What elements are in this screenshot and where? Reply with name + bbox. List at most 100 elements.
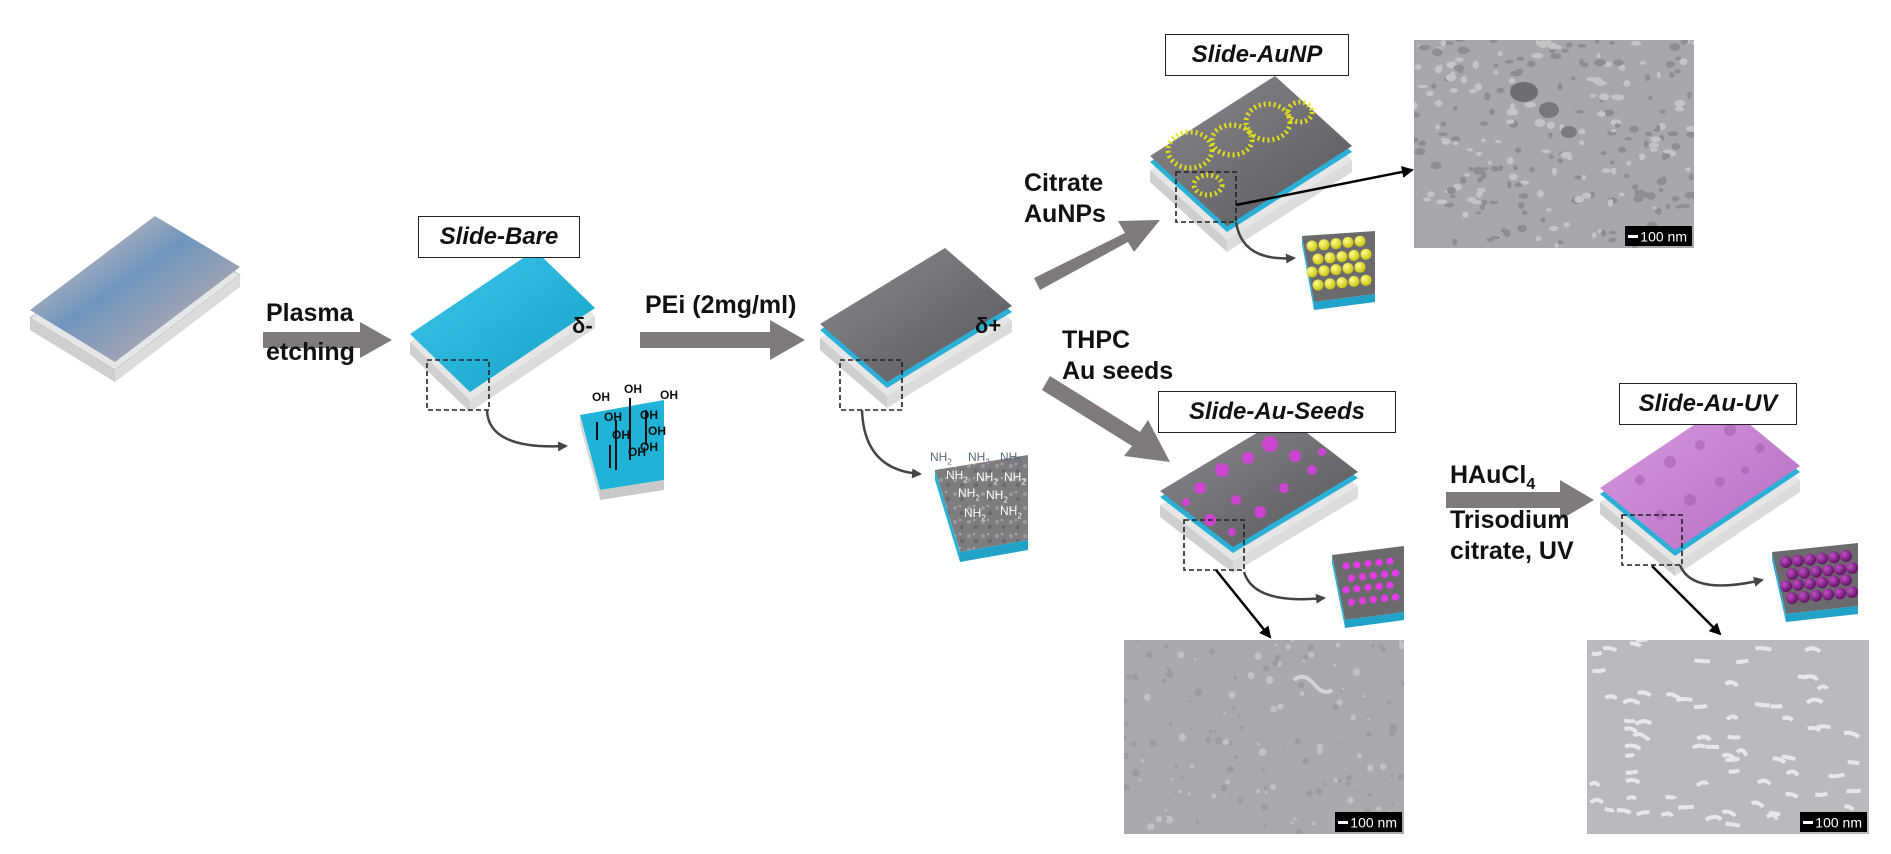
nh-sub: 2 — [1017, 511, 1022, 521]
sem-grain — [1208, 729, 1213, 734]
sem-grain — [1174, 765, 1178, 769]
particle — [1369, 572, 1378, 580]
nh-sub: 2 — [1017, 457, 1022, 467]
sem-grain — [1506, 108, 1519, 116]
sem-grain — [1489, 108, 1495, 116]
sem-grain — [1299, 691, 1305, 696]
sem-grain — [1270, 784, 1277, 790]
sem-grain — [1166, 667, 1171, 672]
sem-grain — [1213, 730, 1217, 733]
plasma-line-1: Plasma — [266, 299, 354, 327]
particle — [1342, 262, 1354, 274]
particle — [1846, 586, 1858, 598]
sem-grain — [1597, 111, 1606, 117]
particle — [1348, 275, 1360, 287]
sem-grain — [1510, 70, 1523, 77]
sem-grain — [1187, 792, 1191, 796]
particle — [1358, 597, 1367, 605]
sem-grain — [1652, 206, 1658, 210]
sem-grain — [1164, 817, 1167, 820]
nh-text: NH — [958, 486, 976, 500]
citrate-line-1: Citrate — [1024, 169, 1104, 197]
sem-grain — [1450, 71, 1456, 77]
sem-grain — [1624, 137, 1633, 141]
oh-group: OH — [628, 445, 646, 459]
sem-grain — [1124, 698, 1128, 705]
sem-grain — [1462, 211, 1469, 218]
particle — [1822, 588, 1834, 601]
nh-text: NH — [968, 450, 986, 464]
sem-particle — [1807, 725, 1822, 733]
nh-sub: 2 — [1003, 495, 1008, 505]
sem-grain — [1376, 806, 1382, 812]
sem-particle — [1770, 703, 1783, 709]
sem-grain — [1297, 681, 1305, 689]
sem-particle — [1625, 769, 1639, 775]
sem-grain — [1270, 705, 1277, 713]
sem-grain — [1256, 789, 1261, 794]
sem-grain — [1378, 643, 1383, 648]
sem-grain — [1645, 131, 1653, 136]
particle — [1834, 563, 1846, 576]
label-slide-bare: Slide-Bare — [418, 216, 580, 258]
sem-grain — [1481, 199, 1488, 206]
gold-nanoparticles — [1306, 235, 1372, 291]
thpc-line-1: THPC — [1062, 326, 1131, 354]
sem-grain — [1560, 151, 1572, 159]
particle — [1375, 558, 1383, 567]
trisodium-line-2: citrate, UV — [1450, 537, 1574, 566]
sem-grain — [1679, 58, 1688, 66]
sem-grain — [1517, 224, 1527, 233]
sem-grain — [1214, 736, 1223, 745]
sem-grain — [1124, 783, 1130, 791]
plasma-line-2: etching — [266, 338, 355, 367]
sem-particle — [1772, 756, 1787, 764]
charge-negative: δ- — [572, 313, 593, 338]
particle — [1306, 266, 1318, 278]
trisodium-line-1: Trisodium — [1450, 506, 1570, 534]
sem-particle — [1604, 806, 1615, 813]
sem-grain — [1237, 797, 1244, 804]
sem-grain — [1547, 121, 1555, 130]
sem-grain — [1479, 205, 1485, 210]
sem-grain — [1290, 640, 1294, 642]
sem-grain — [1311, 821, 1316, 826]
particle — [1810, 565, 1822, 578]
sem-grain — [1340, 689, 1343, 693]
sem-grain — [1518, 193, 1529, 199]
sem-grain — [1226, 766, 1234, 774]
scale-bar-line — [1628, 234, 1639, 238]
sem-grain — [1483, 167, 1489, 171]
particle — [1342, 562, 1350, 570]
sem-grain — [1549, 48, 1556, 54]
sem-particle — [1591, 650, 1603, 657]
sem-grain — [1574, 195, 1584, 203]
sem-grain — [1228, 691, 1236, 699]
sem-grain — [1237, 713, 1241, 717]
sem-grain — [1285, 644, 1291, 650]
sem-grain — [1211, 793, 1217, 799]
step-citrate-label: Citrate AuNPs — [1024, 168, 1106, 231]
sem-grain — [1131, 673, 1139, 681]
sem-grain — [1554, 242, 1559, 248]
sem-particle — [1727, 734, 1742, 740]
sem-grain — [1674, 69, 1681, 74]
particle — [1792, 554, 1804, 567]
connector-seeds-inset — [1242, 571, 1326, 604]
step-haucl4-label: HAuCl4 — [1450, 460, 1535, 495]
step-thpc-label: THPC Au seeds — [1062, 325, 1173, 388]
sem-grain — [1490, 166, 1500, 172]
nh2-group: NH2 — [958, 486, 980, 502]
particle — [1353, 561, 1361, 569]
sem-grain — [1438, 64, 1443, 72]
particle — [1834, 587, 1846, 600]
nh2-group: NH2 — [946, 468, 968, 484]
scale-bar-au-uv: 100 nm — [1800, 811, 1867, 832]
sem-grain — [1436, 199, 1448, 205]
sem-grain — [1508, 78, 1516, 84]
sem-grain — [1431, 48, 1443, 57]
sem-grain — [1541, 149, 1551, 154]
au-uv-particles — [1780, 550, 1858, 604]
sem-grain — [1507, 181, 1512, 189]
